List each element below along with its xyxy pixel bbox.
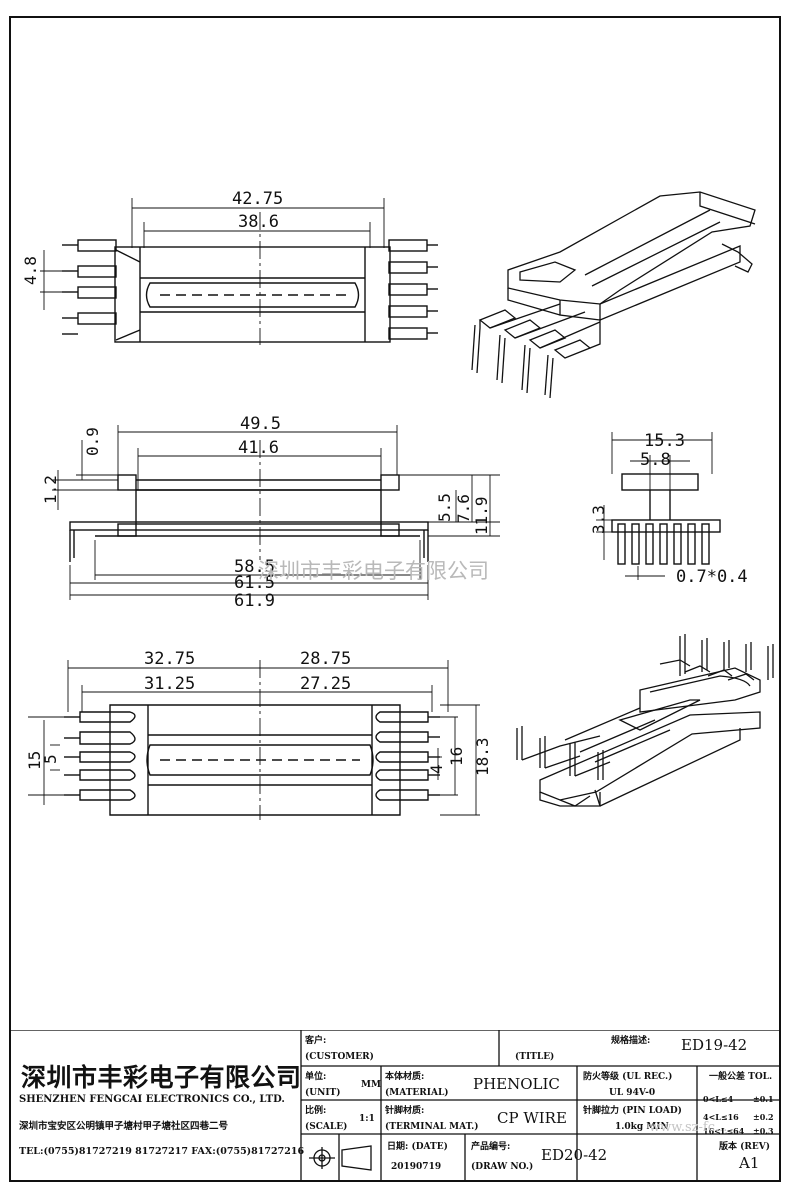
- dim-61-9: 61.9: [234, 591, 275, 611]
- pin-load-value: 1.0kg MIN: [615, 1122, 669, 1132]
- tolerance-value-2: ±0.2: [753, 1112, 774, 1122]
- dim-7-6: 7.6: [454, 494, 473, 523]
- isometric-view-top: [471, 191, 756, 399]
- company-name-en: SHENZHEN FENGCAI ELECTRONICS CO., LTD.: [19, 1094, 285, 1105]
- dim-16: 16: [447, 747, 466, 766]
- dim-5-5: 5.5: [435, 493, 454, 522]
- dim-0-9: 0.9: [83, 427, 102, 456]
- fire-rating-value: UL 94V-0: [609, 1088, 656, 1098]
- spec-value: ED19-42: [681, 1036, 748, 1054]
- title-block: 深圳市丰彩电子有限公司 SHENZHEN FENGCAI ELECTRONICS…: [9, 1030, 781, 1182]
- rev-label: 版本 (REV): [719, 1142, 770, 1152]
- dim-pin-size: 0.7*0.4: [676, 567, 748, 587]
- company-address: 深圳市宝安区公明镇甲子塘村甲子塘社区四巷二号: [19, 1121, 229, 1132]
- dim-18-3: 18.3: [473, 737, 492, 776]
- draw-no-label-en: (DRAW NO.): [471, 1162, 534, 1172]
- bottom-view-right-pins: [375, 711, 440, 801]
- scale-label: 比例:: [305, 1106, 327, 1116]
- top-view-right-pins: [388, 239, 438, 340]
- isometric-view-bottom: [516, 634, 774, 807]
- tolerance-value-1: ±0.1: [753, 1094, 774, 1104]
- dim-4-8: 4.8: [21, 256, 40, 285]
- dim-41-6: 41.6: [238, 438, 279, 458]
- dim-31-25: 31.25: [144, 674, 195, 694]
- dim-49-5: 49.5: [240, 414, 281, 434]
- tolerance-label: 一般公差 TOL.: [709, 1072, 773, 1082]
- tolerance-range-1: 0<L≤4: [703, 1094, 734, 1104]
- top-view: [40, 198, 438, 345]
- dim-5-8: 5.8: [640, 450, 671, 470]
- dim-61-5: 61.5: [234, 573, 275, 593]
- terminal-label-en: (TERMINAL MAT.): [385, 1122, 479, 1132]
- terminal-label: 针脚材质:: [385, 1106, 425, 1116]
- fire-rating-label: 防火等级 (UL REC.): [583, 1072, 673, 1082]
- url-watermark: www.sz-fc...: [649, 1120, 728, 1135]
- rev-value: A1: [739, 1154, 760, 1172]
- dim-11-9: 11.9: [472, 496, 491, 535]
- dim-27-25: 27.25: [300, 674, 351, 694]
- material-value: PHENOLIC: [473, 1075, 560, 1093]
- dim-5: 5: [41, 754, 60, 764]
- unit-label: 单位:: [305, 1072, 327, 1082]
- customer-label: 客户:: [305, 1036, 327, 1046]
- dim-15-3: 15.3: [644, 431, 685, 451]
- dim-58-5: 58.5: [234, 557, 275, 577]
- end-view: [596, 432, 721, 580]
- scale-value: 1:1: [359, 1114, 375, 1124]
- tolerance-value-3: ±0.3: [753, 1126, 774, 1136]
- bottom-view: [28, 660, 480, 820]
- draw-no-value: ED20-42: [541, 1146, 608, 1164]
- top-view-left-pins: [62, 239, 141, 341]
- dim-1-2: 1.2: [41, 475, 60, 504]
- watermark-company: 深圳市丰彩电子有限公司: [258, 559, 489, 583]
- company-name-cn: 深圳市丰彩电子有限公司: [21, 1063, 302, 1092]
- material-label-en: (MATERIAL): [385, 1088, 449, 1098]
- spec-label: 规格描述:: [611, 1036, 651, 1046]
- material-label: 本体材质:: [385, 1072, 425, 1082]
- terminal-value: CP WIRE: [497, 1109, 567, 1127]
- tolerance-range-2: 4<L≤16: [703, 1112, 739, 1122]
- dim-32-75: 32.75: [144, 649, 195, 669]
- scale-label-en: (SCALE): [305, 1122, 348, 1132]
- date-value: 20190719: [391, 1162, 442, 1172]
- side-view: [52, 425, 500, 600]
- pin-load-label: 针脚拉力 (PIN LOAD): [583, 1106, 682, 1116]
- technical-drawing: 42.75 38.6 4.8: [21, 189, 774, 820]
- draw-no-label: 产品编号:: [471, 1142, 511, 1152]
- company-phone: TEL:(0755)81727219 81727217 FAX:(0755)81…: [19, 1146, 305, 1157]
- dim-38-6: 38.6: [238, 212, 279, 232]
- bottom-view-left-pins: [64, 711, 136, 801]
- dim-4: 4: [427, 764, 446, 774]
- date-label: 日期: (DATE): [387, 1142, 448, 1152]
- drawing-sheet-border: [9, 16, 781, 1182]
- dim-3-3: 3.3: [589, 505, 608, 534]
- tolerance-range-3: 16<L≤64: [703, 1126, 745, 1136]
- title-label-en: (TITLE): [515, 1052, 555, 1062]
- dim-42-75: 42.75: [232, 189, 283, 209]
- unit-label-en: (UNIT): [305, 1088, 341, 1098]
- dim-28-75: 28.75: [300, 649, 351, 669]
- unit-value: MM: [361, 1080, 381, 1090]
- dim-15: 15: [25, 751, 44, 770]
- customer-label-en: (CUSTOMER): [305, 1052, 374, 1062]
